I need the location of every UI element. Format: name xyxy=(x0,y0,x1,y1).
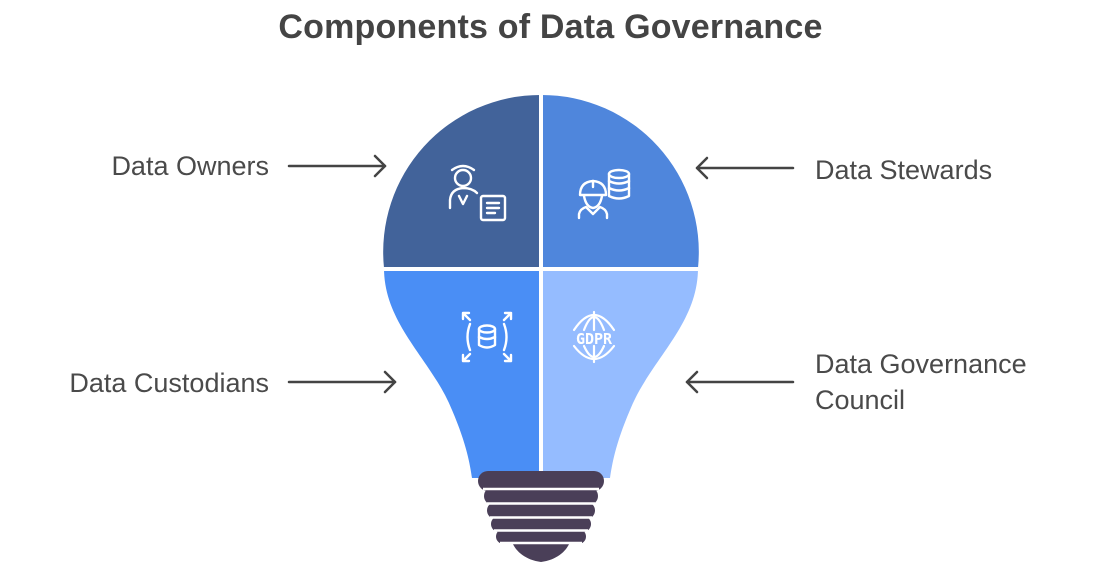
label-data-owners: Data Owners xyxy=(111,151,269,181)
bulb-base xyxy=(478,471,604,562)
gdpr-icon-text: GDPR xyxy=(576,330,613,348)
quadrant-data-stewards xyxy=(541,94,699,269)
quadrant-data-custodians xyxy=(383,269,541,478)
arrow-data-custodians xyxy=(287,370,397,394)
engineer-database-icon xyxy=(577,168,631,220)
label-data-governance-council: Data Governance Council xyxy=(815,346,1027,418)
quadrant-data-governance-council xyxy=(541,269,699,478)
owner-document-icon xyxy=(448,164,507,222)
diagram-title: Components of Data Governance xyxy=(278,8,823,46)
arrow-data-owners xyxy=(287,154,387,178)
label-data-stewards: Data Stewards xyxy=(815,155,993,185)
gdpr-globe-icon: GDPR xyxy=(572,310,616,364)
arrow-data-stewards xyxy=(695,156,795,180)
connector-arrows xyxy=(287,154,795,394)
label-council-line2: Council xyxy=(815,385,906,415)
arrow-data-governance-council xyxy=(685,370,795,394)
database-expand-icon xyxy=(461,311,513,363)
label-council-line1: Data Governance xyxy=(815,349,1027,379)
label-data-custodians: Data Custodians xyxy=(69,368,269,398)
